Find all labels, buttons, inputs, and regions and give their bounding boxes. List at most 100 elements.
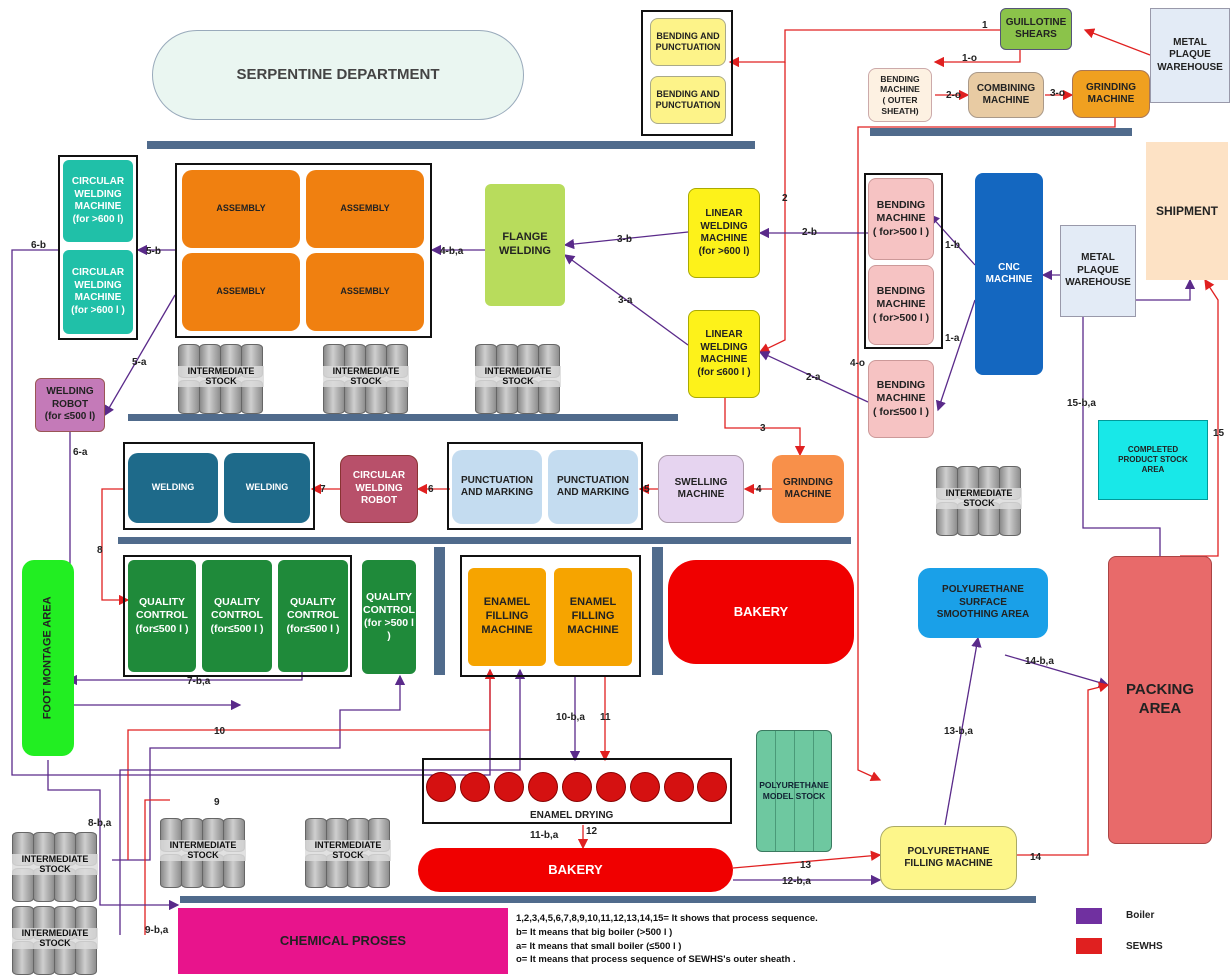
divider-bar	[180, 896, 1036, 903]
flow-label: 15	[1213, 428, 1225, 439]
flow-label: 11	[600, 712, 611, 723]
flow-line	[112, 674, 406, 861]
welding-robot: WELDING ROBOT (for ≤500 l)	[35, 378, 105, 432]
divider-bar	[870, 128, 1132, 136]
flow-label: 3	[760, 423, 766, 434]
frame-enamel-drying	[422, 758, 732, 824]
frame-qc	[123, 555, 352, 677]
quality-control-2: QUALITY CONTROL (for≤500 l )	[202, 560, 272, 672]
flow-label: 1-o	[962, 53, 977, 64]
flow-label: 10-b,a	[556, 712, 585, 723]
grinding-machine-top: GRINDING MACHINE	[1072, 70, 1150, 118]
packing-area: PACKING AREA	[1108, 556, 1212, 844]
linear-welding-big: LINEAR WELDING MACHINE (for >600 l)	[688, 188, 760, 278]
flow-label: 4-b,a	[440, 246, 464, 257]
polyurethane-smoothing: POLYURETHANE SURFACE SMOOTHING AREA	[918, 568, 1048, 638]
polyurethane-model-stock: POLYURETHANE MODEL STOCK	[756, 730, 832, 852]
flow-line	[758, 351, 869, 403]
drying-dot	[562, 772, 592, 802]
intermediate-stock: INTERMEDIATE STOCK	[178, 344, 264, 414]
intermediate-stock: INTERMEDIATE STOCK	[160, 818, 246, 888]
flow-label: 13	[800, 860, 812, 871]
bending-machine-big-1: BENDING MACHINE ( for>500 l )	[868, 178, 934, 260]
divider-bar	[652, 547, 663, 675]
enamel-drying-label: ENAMEL DRYING	[530, 810, 614, 821]
punctuation-marking-2: PUNCTUATION AND MARKING	[548, 450, 638, 524]
flow-label: 12-b,a	[782, 876, 811, 887]
legend-boiler-swatch	[1076, 908, 1102, 924]
bending-machine-outer: BENDING MACHINE ( OUTER SHEATH)	[868, 68, 932, 122]
drying-dot	[664, 772, 694, 802]
quality-control-3: QUALITY CONTROL (for≤500 l )	[278, 560, 348, 672]
flow-label: 8	[97, 545, 103, 556]
flow-label: 1-a	[945, 333, 960, 344]
drying-dot	[426, 772, 456, 802]
intermediate-stock: INTERMEDIATE STOCK	[12, 832, 98, 902]
flow-line	[563, 231, 689, 250]
flow-label: 6-a	[73, 447, 88, 458]
metal-plaque-warehouse-mid: METAL PLAQUE WAREHOUSE	[1060, 225, 1136, 317]
flow-label: 9	[214, 797, 220, 808]
quality-control-1: QUALITY CONTROL (for≤500 l )	[128, 560, 196, 672]
shipment: SHIPMENT	[1146, 142, 1228, 280]
circular-welding-machine-1: CIRCULAR WELDING MACHINE (for >600 l)	[63, 160, 133, 242]
flow-line	[11, 249, 496, 776]
stock-label: INTERMEDIATE STOCK	[12, 854, 98, 875]
drying-dot	[528, 772, 558, 802]
flow-line	[1017, 682, 1110, 856]
drying-dot	[460, 772, 490, 802]
flow-line	[944, 636, 982, 826]
note-line: o= It means that process sequence of SEW…	[516, 954, 796, 966]
flow-line	[101, 488, 130, 606]
intermediate-stock: INTERMEDIATE STOCK	[305, 818, 391, 888]
divider-bar	[434, 547, 445, 675]
bending-punctuation-2: BENDING AND PUNCTUATION	[650, 76, 726, 124]
flow-line	[732, 850, 882, 869]
intermediate-stock: INTERMEDIATE STOCK	[475, 344, 561, 414]
enamel-filling-2: ENAMEL FILLING MACHINE	[554, 568, 632, 666]
assembly-3: ASSEMBLY	[182, 253, 300, 331]
linear-welding-small: LINEAR WELDING MACHINE (for ≤600 l )	[688, 310, 760, 398]
grinding-machine-mid: GRINDING MACHINE	[772, 455, 844, 523]
flow-label: 5-a	[132, 357, 147, 368]
frame-bending-big	[864, 173, 943, 349]
flow-line	[857, 118, 1116, 781]
stock-label: INTERMEDIATE STOCK	[475, 366, 561, 387]
divider-bar	[128, 414, 678, 421]
combining-machine: COMBINING MACHINE	[968, 72, 1044, 118]
flow-label: 8-b,a	[88, 818, 112, 829]
intermediate-stock: INTERMEDIATE STOCK	[12, 906, 98, 976]
flow-label: 6-b	[31, 240, 46, 251]
flow-label: 3-o	[1050, 88, 1065, 99]
stock-label: INTERMEDIATE STOCK	[936, 488, 1022, 509]
flow-label: 7	[320, 484, 326, 495]
assembly-1: ASSEMBLY	[182, 170, 300, 248]
flow-line	[104, 294, 176, 417]
intermediate-stock: INTERMEDIATE STOCK	[936, 466, 1022, 536]
circular-welding-robot: CIRCULAR WELDING ROBOT	[340, 455, 418, 523]
stock-label: INTERMEDIATE STOCK	[178, 366, 264, 387]
bakery-bottom: BAKERY	[418, 848, 733, 892]
frame-bending-punct	[641, 10, 733, 136]
stock-label: INTERMEDIATE STOCK	[323, 366, 409, 387]
flow-line	[1004, 654, 1110, 688]
flow-label: 10	[214, 726, 226, 737]
flow-line	[119, 668, 526, 935]
frame-enamel	[460, 555, 641, 677]
flow-label: 4-o	[850, 358, 865, 369]
note-line: b= It means that big boiler (>500 l )	[516, 926, 673, 938]
polyurethane-filling: POLYURETHANE FILLING MACHINE	[880, 826, 1017, 890]
divider-bar	[147, 141, 755, 149]
circular-welding-machine-2: CIRCULAR WELDING MACHINE (for >600 l )	[63, 250, 133, 334]
quality-control-4: QUALITY CONTROL (for >500 l )	[362, 560, 416, 674]
punctuation-marking-1: PUNCTUATION AND MARKING	[452, 450, 542, 524]
drying-dot	[630, 772, 660, 802]
flow-label: 2-a	[806, 372, 821, 383]
flow-line	[933, 50, 1021, 68]
flow-label: 6	[428, 484, 434, 495]
welding-2: WELDING	[224, 453, 310, 523]
flow-label: 3-a	[618, 295, 633, 306]
cnc-machine: CNC MACHINE	[975, 173, 1043, 375]
divider-bar	[118, 537, 851, 544]
flow-label: 2-o	[946, 90, 961, 101]
